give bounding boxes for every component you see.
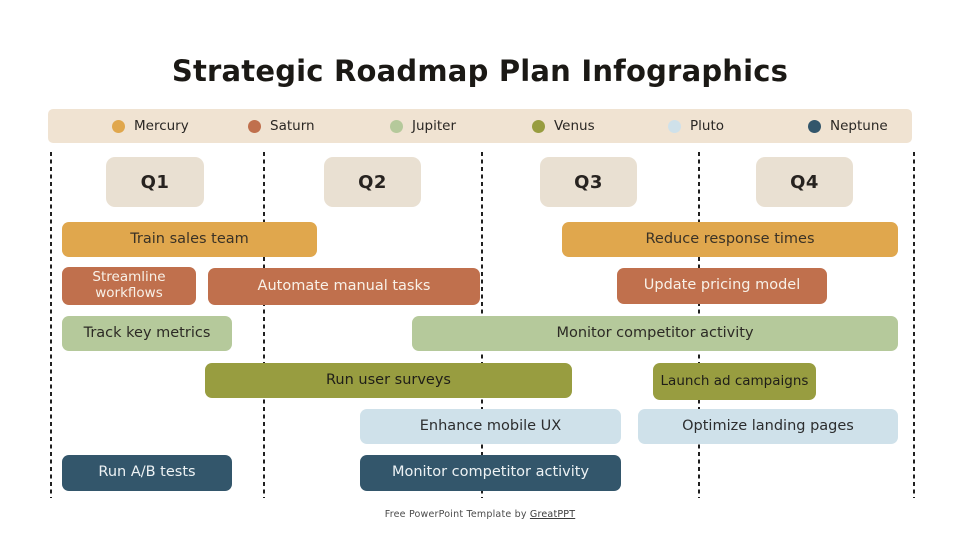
task-bar-enhance-mobile-ux: Enhance mobile UX [360,409,621,444]
mercury-dot-icon [112,119,125,133]
legend-bar: Mercury Saturn Jupiter Venus Pluto Neptu… [48,109,912,143]
task-bar-monitor-competitor-activity-jupiter: Monitor competitor activity [412,316,898,351]
legend-item-pluto: Pluto [668,109,724,143]
task-bar-run-user-surveys: Run user surveys [205,363,572,398]
task-bar-streamline-workflows: Streamline workflows [62,267,196,305]
task-bar-optimize-landing-pages: Optimize landing pages [638,409,898,444]
page-title: Strategic Roadmap Plan Infographics [171,54,789,88]
legend-label: Jupiter [412,118,457,134]
task-bar-update-pricing-model: Update pricing model [617,268,827,304]
quarter-header-q3: Q3 [540,157,637,207]
legend-label: Saturn [270,118,315,134]
quarter-header-q1: Q1 [106,157,204,207]
footer-credit-text: Free PowerPoint Template by [384,509,530,520]
legend-item-mercury: Mercury [112,109,189,143]
neptune-dot-icon [808,119,821,133]
task-bar-reduce-response-times: Reduce response times [562,222,898,257]
quarter-gridline [50,152,52,498]
quarter-header-q4: Q4 [756,157,853,207]
saturn-dot-icon [248,119,261,133]
quarter-header-q2: Q2 [324,157,421,207]
legend-item-neptune: Neptune [808,109,888,143]
footer-credit: Free PowerPoint Template by GreatPPT [0,509,960,520]
task-bar-run-ab-tests: Run A/B tests [62,455,232,491]
task-bar-automate-manual-tasks: Automate manual tasks [208,268,480,305]
task-bar-monitor-competitor-activity-neptune: Monitor competitor activity [360,455,621,491]
legend-item-saturn: Saturn [248,109,315,143]
legend-item-jupiter: Jupiter [390,109,456,143]
task-bar-track-key-metrics: Track key metrics [62,316,232,351]
task-bar-launch-ad-campaigns: Launch ad campaigns [653,363,816,400]
jupiter-dot-icon [390,119,403,133]
quarter-gridline [913,152,915,498]
legend-label: Venus [554,118,595,134]
pluto-dot-icon [668,119,681,133]
quarter-gridline [263,152,265,498]
legend-label: Mercury [134,118,189,134]
task-bar-train-sales-team: Train sales team [62,222,317,257]
venus-dot-icon [532,119,545,133]
legend-label: Neptune [830,118,888,134]
legend-item-venus: Venus [532,109,595,143]
greatppt-link[interactable]: GreatPPT [529,509,576,520]
legend-label: Pluto [690,118,725,134]
